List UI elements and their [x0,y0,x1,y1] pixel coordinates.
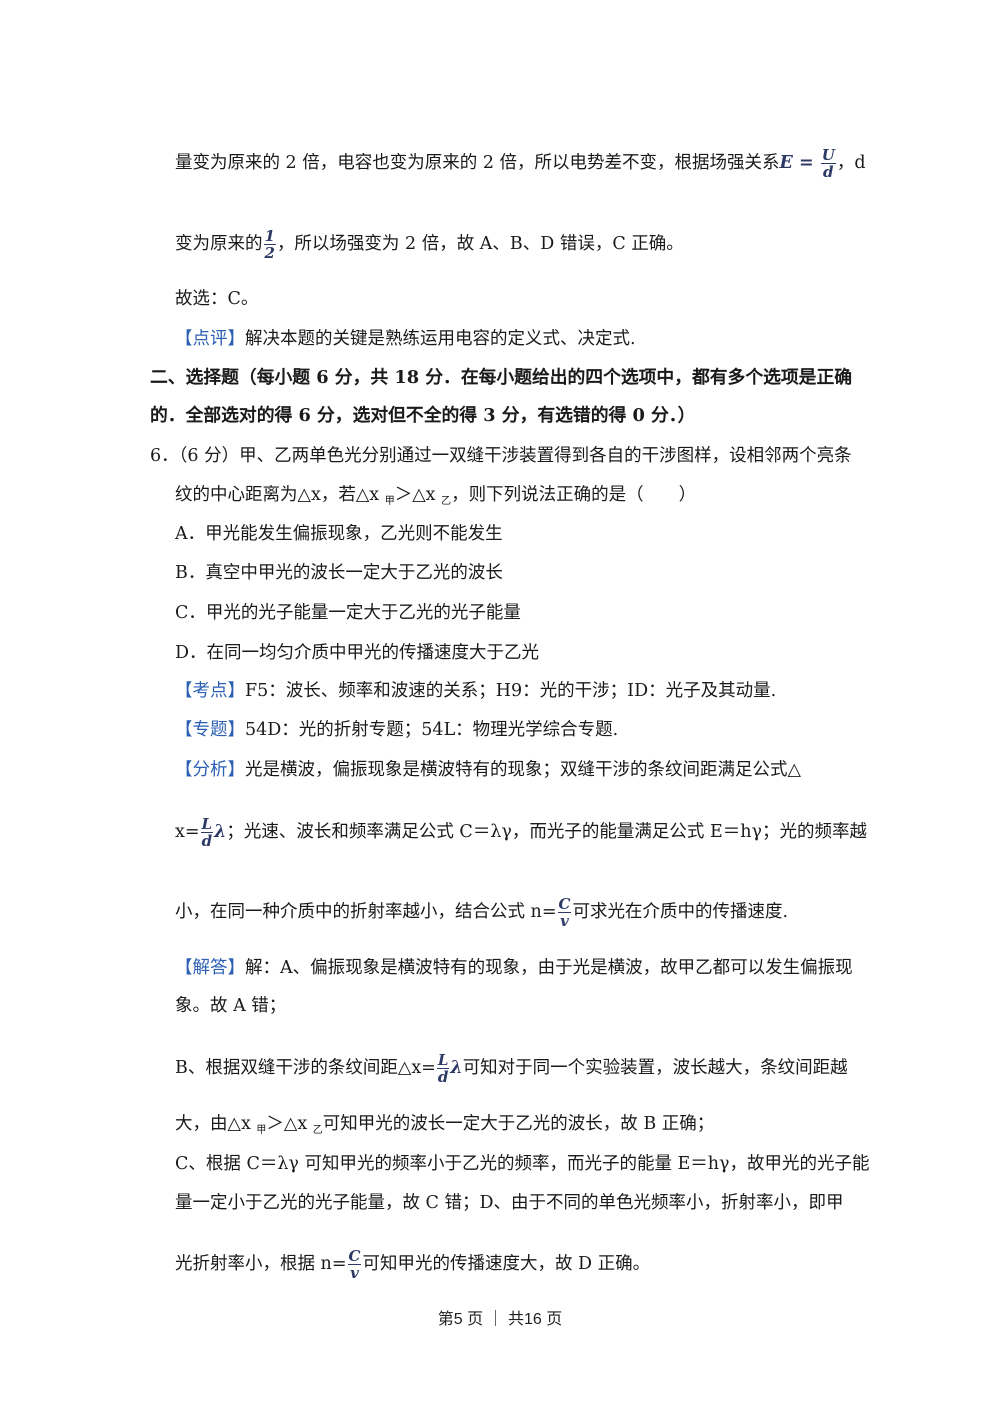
section-heading: 的．全部选对的得 6 分，选对但不全的得 3 分，有选错的得 0 分．） [150,405,696,426]
math-E: E [779,153,793,173]
section-heading: 二、选择题（每小题 6 分，共 18 分．在每小题给出的四个选项中，都有多个选项… [150,367,853,388]
math-equals: = [792,153,820,173]
fenxi-tag: 【分析】 [175,760,245,780]
zhuanti-tag: 【专题】 [175,720,245,740]
fenxi-line: 【分析】光是横波，偏振现象是横波特有的现象；双缝干涉的条纹间距满足公式△ [175,760,801,780]
jieda-line: 象。故 A 错； [175,996,287,1016]
question-stem: 6．（6 分）甲、乙两单色光分别通过一双缝干涉装置得到各自的干涉图样，设相邻两个… [150,446,852,466]
option-c: C．甲光的光子能量一定大于乙光的光子能量 [175,603,521,623]
option-a: A．甲光能发生偏振现象，乙光则不能发生 [175,524,503,544]
question-stem: 纹的中心距离为△x，若△x 甲＞△x 乙，则下列说法正确的是（ ） [175,485,697,507]
jieda-line: 量一定小于乙光的光子能量，故 C 错；D、由于不同的单色光频率小，折射率小，即甲 [175,1193,844,1213]
answer-choice-line: 故选：C。 [175,289,259,309]
jieda-line: 【解答】解：A、偏振现象是横波特有的现象，由于光是横波，故甲乙都可以发生偏振现 [175,958,853,978]
jieda-line: 大，由△x 甲＞△x 乙可知甲光的波长一定大于乙光的波长，故 B 正确； [175,1114,715,1136]
kaodian-line: 【考点】F5：波长、频率和波速的关系；H9：光的干涉；ID：光子及其动量. [175,681,777,701]
comment-tag: 【点评】 [175,329,245,349]
text-line: 量变为原来的 2 倍，电容也变为原来的 2 倍，所以电势差不变，根据场强关系E … [175,146,866,181]
jieda-line: C、根据 C＝λγ 可知甲光的频率小于乙光的频率，而光子的能量 E＝hγ，故甲光… [175,1154,870,1174]
option-b: B．真空中甲光的波长一定大于乙光的波长 [175,563,503,583]
jieda-tag: 【解答】 [175,958,245,978]
kaodian-tag: 【考点】 [175,681,245,701]
option-d: D．在同一均匀介质中甲光的传播速度大于乙光 [175,643,540,663]
zhuanti-line: 【专题】54D：光的折射专题；54L：物理光学综合专题. [175,720,619,740]
page-footer: 第5 页 ｜ 共16 页 [437,1311,563,1328]
comment-line: 【点评】解决本题的关键是熟练运用电容的定义式、决定式. [175,329,636,349]
